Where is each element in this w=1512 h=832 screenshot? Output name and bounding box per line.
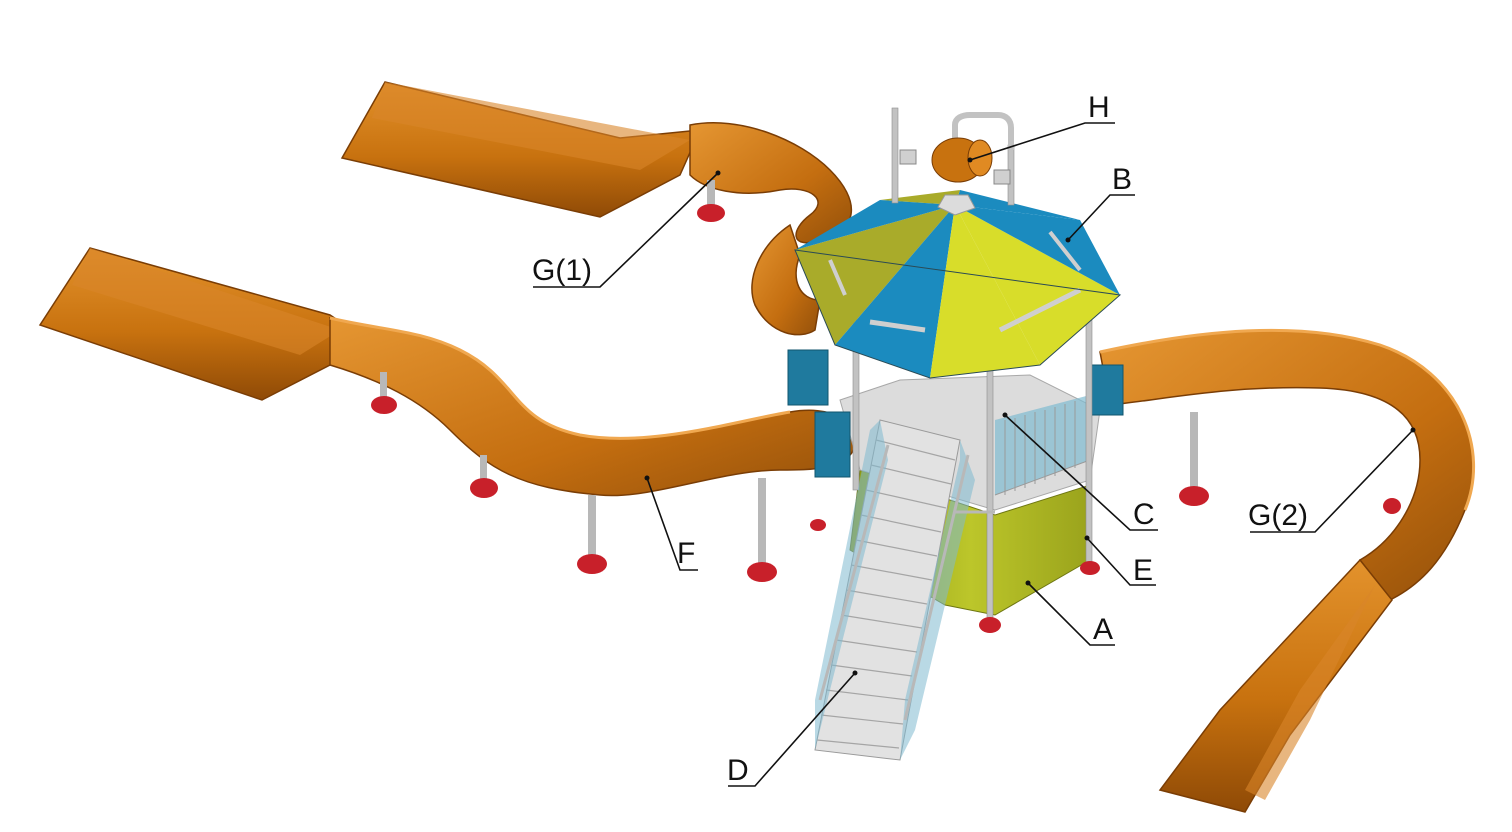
label-b: B [1112, 163, 1132, 196]
leader-g1 [533, 172, 719, 288]
stairs-railing-right [900, 440, 975, 760]
support-foot [470, 478, 498, 498]
leader-a [1027, 582, 1115, 646]
leader-f [646, 477, 698, 571]
tower-foot [979, 617, 1001, 633]
railing-c [994, 395, 1091, 496]
slide-g2 [1099, 328, 1476, 813]
label-f: F [677, 537, 695, 570]
roof-panel [880, 190, 960, 205]
support-post [588, 495, 596, 557]
tower-post-e [1085, 319, 1093, 566]
label-g2: G(2) [1248, 499, 1308, 532]
label-g1: G(1) [532, 254, 592, 287]
stair-steps [816, 439, 956, 749]
railing-c-panel [995, 395, 1090, 495]
roof-panel [795, 200, 955, 250]
slide-g1-tube [689, 122, 853, 244]
tower-foot [1080, 561, 1100, 575]
roof-panel [795, 205, 955, 345]
slide-g1-support-post [707, 180, 715, 212]
slide-g1-runout-floor [372, 82, 690, 170]
roof-panel [835, 205, 955, 378]
leader-b [1067, 194, 1135, 241]
slide-f-supports [371, 372, 826, 582]
label-h: H [1088, 91, 1110, 124]
roof-cap [937, 194, 976, 216]
tank-end [967, 139, 993, 177]
top-tank-h [891, 107, 1015, 206]
valve [993, 169, 1011, 185]
support-post [480, 455, 487, 485]
leader-c [1004, 414, 1158, 531]
label-c: C [1133, 498, 1155, 531]
leader-e [1086, 537, 1156, 586]
top-pipe-bend [952, 112, 1014, 150]
leader-h [969, 122, 1115, 161]
support-foot [371, 396, 397, 414]
entry-panel-left-lower [814, 411, 851, 478]
slide-g1 [340, 81, 853, 336]
slide-f-runout-floor [72, 248, 340, 355]
roof-panel [955, 205, 1120, 365]
valve [899, 149, 917, 165]
support-post [1190, 412, 1198, 492]
support-foot [577, 554, 607, 574]
support-foot [1179, 486, 1209, 506]
stairs-d [814, 419, 995, 761]
support-foot [810, 519, 826, 531]
slide-g2-runout-floor [1245, 585, 1375, 800]
support-foot [747, 562, 777, 582]
slide-g2-upper-edge [1099, 328, 1476, 511]
roof-panel [955, 190, 1080, 220]
slide-g2-tube [1099, 329, 1475, 601]
entry-panel-right [1087, 364, 1124, 416]
labels: H B G(1) G(2) C E A F D [532, 91, 1308, 787]
support-post [380, 372, 387, 402]
slide-g1-tube-descent [751, 223, 821, 336]
roof-b [794, 190, 1122, 379]
support-foot [1383, 498, 1401, 514]
support-post [758, 478, 766, 568]
slide-f [38, 247, 857, 582]
leader-d [728, 672, 856, 787]
slide-f-upper-edge [329, 316, 791, 440]
label-a: A [1093, 613, 1113, 646]
label-e: E [1133, 554, 1153, 587]
leader-g2 [1250, 429, 1414, 533]
slide-g2-runout [1158, 558, 1393, 813]
roof-panel [930, 205, 1040, 378]
slide-f-body [329, 317, 857, 497]
leader-lines [533, 122, 1416, 787]
top-pipe [891, 107, 899, 204]
slide-g1-support-foot [697, 204, 725, 222]
tower-post [986, 364, 994, 621]
label-d: D [727, 754, 749, 787]
entry-panel-left [787, 349, 829, 406]
